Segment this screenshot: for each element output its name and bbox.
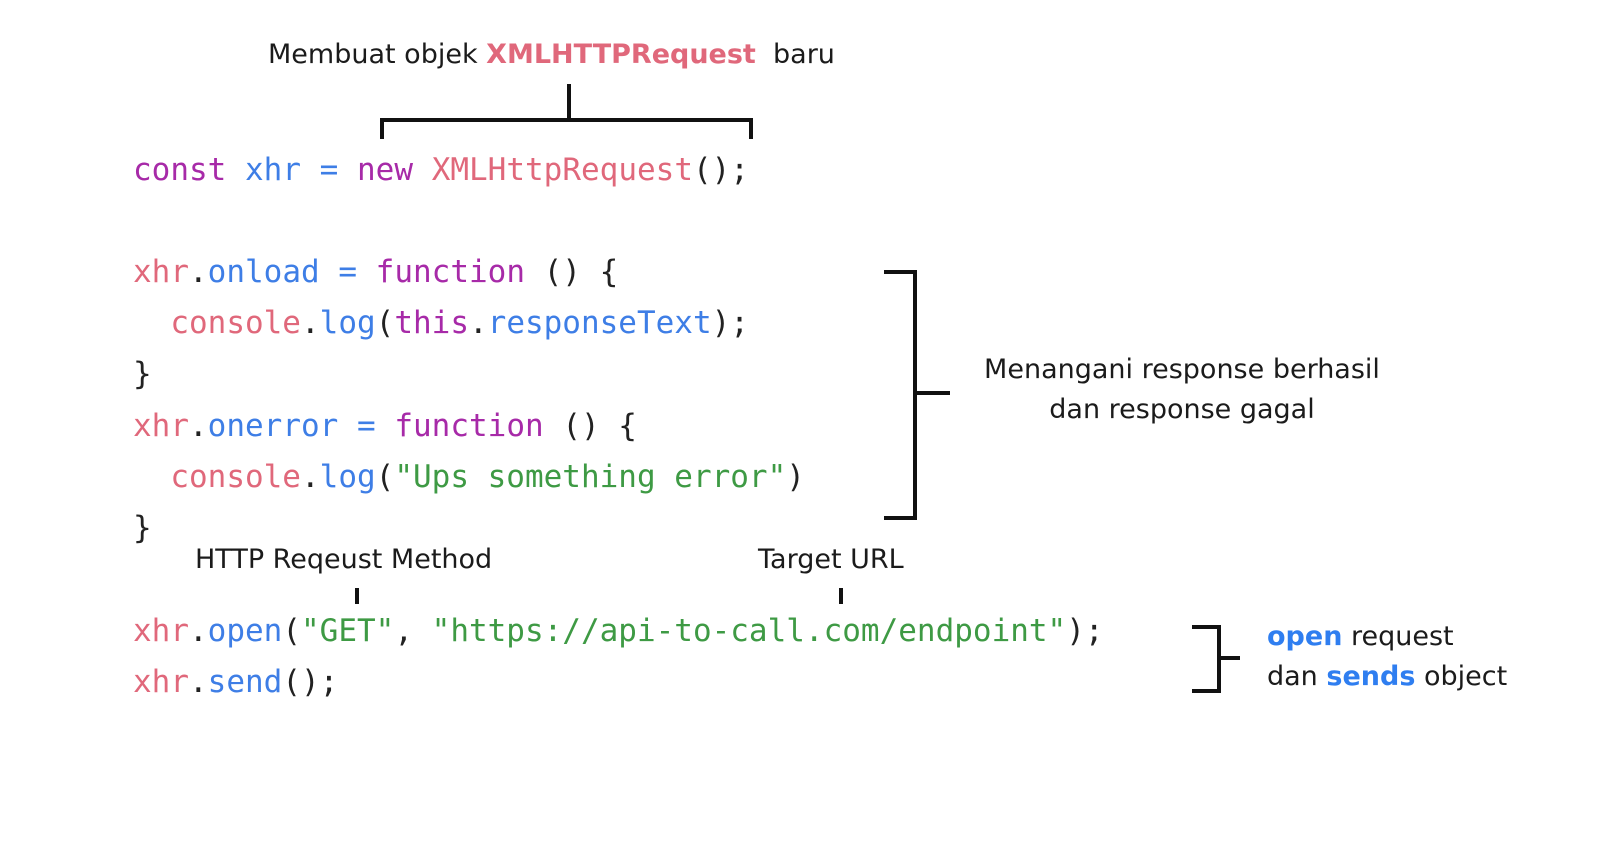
code-token: (); xyxy=(692,152,749,188)
open-send-highlight-sends: sends xyxy=(1326,661,1416,692)
code-token: ( xyxy=(375,305,395,341)
code-token: this xyxy=(394,305,469,341)
code-token: log xyxy=(319,459,376,495)
code-token: const xyxy=(133,152,227,188)
code-line-4: } xyxy=(133,354,152,394)
code-token: "Ups something error" xyxy=(394,459,787,495)
code-token: . xyxy=(300,305,320,341)
code-token: . xyxy=(189,254,208,290)
code-token: responseText xyxy=(487,305,712,341)
code-line-8: xhr.open("GET", "https://api-to-call.com… xyxy=(133,611,1104,651)
code-line-7: } xyxy=(133,508,152,548)
code-token: = xyxy=(357,408,376,444)
handlers-annotation: Menangani response berhasil dan response … xyxy=(970,350,1394,430)
code-token: XMLHttpRequest xyxy=(431,152,693,188)
http-method-label: HTTP Reqeust Method xyxy=(195,544,493,575)
open-send-annotation-line-1: open request xyxy=(1267,617,1507,657)
code-token: send xyxy=(207,664,283,700)
code-token: xhr xyxy=(133,664,189,700)
code-line-5: xhr.onerror = function () { xyxy=(133,406,637,446)
code-token: ( xyxy=(282,613,301,649)
new-object-annotation-highlight: XMLHTTPRequest xyxy=(486,39,756,70)
open-send-bracket xyxy=(1192,625,1240,693)
code-token: () { xyxy=(543,408,637,444)
handlers-annotation-line-2: dan response gagal xyxy=(1049,394,1315,425)
handlers-annotation-line-1: Menangani response berhasil xyxy=(984,354,1380,385)
code-token: "https://api-to-call.com/endpoint" xyxy=(431,613,1067,649)
code-token: onerror xyxy=(207,408,339,444)
code-token: ( xyxy=(375,459,395,495)
code-token: ); xyxy=(711,305,749,341)
code-line-2: xhr.onload = function () { xyxy=(133,252,618,292)
code-token: xhr xyxy=(133,254,189,290)
code-line-9: xhr.send(); xyxy=(133,662,338,702)
code-token: } xyxy=(133,510,152,546)
code-token: (); xyxy=(282,664,339,700)
code-line-6: console.log("Ups something error") xyxy=(133,457,805,497)
code-token: } xyxy=(133,356,152,392)
code-token: log xyxy=(319,305,376,341)
code-token: "GET" xyxy=(301,613,395,649)
code-token: . xyxy=(468,305,488,341)
code-token: () { xyxy=(524,254,619,290)
open-send-line-2-prefix: dan xyxy=(1267,661,1327,692)
code-token: . xyxy=(189,408,208,444)
code-token: ) xyxy=(786,459,805,495)
code-token: xhr xyxy=(133,613,189,649)
code-token: new xyxy=(357,152,414,188)
open-send-highlight-open: open xyxy=(1267,621,1343,652)
handlers-bracket xyxy=(884,270,950,520)
open-send-line-1-rest: request xyxy=(1342,621,1454,652)
code-token: = xyxy=(319,152,339,188)
new-object-annotation: Membuat objek XMLHTTPRequest baru xyxy=(268,35,835,75)
code-token: . xyxy=(189,613,208,649)
code-token: xhr xyxy=(245,152,301,188)
open-send-line-2-rest: object xyxy=(1415,661,1508,692)
target-url-label: Target URL xyxy=(758,544,904,575)
code-token: function xyxy=(394,408,544,444)
code-token: open xyxy=(207,613,283,649)
code-token: onload xyxy=(207,254,320,290)
code-token: console xyxy=(170,305,301,341)
code-token: . xyxy=(189,664,208,700)
new-object-annotation-suffix: baru xyxy=(755,39,835,70)
code-token: console xyxy=(170,459,301,495)
code-token: . xyxy=(300,459,320,495)
code-token: , xyxy=(394,613,432,649)
new-object-bracket xyxy=(380,84,753,139)
code-token: function xyxy=(375,254,525,290)
code-token: = xyxy=(338,254,357,290)
code-line-1: const xhr = new XMLHttpRequest(); xyxy=(133,150,749,190)
new-object-annotation-prefix: Membuat objek xyxy=(268,39,487,70)
code-token: ); xyxy=(1066,613,1104,649)
code-token: xhr xyxy=(133,408,189,444)
code-line-3: console.log(this.responseText); xyxy=(133,303,749,343)
open-send-annotation-line-2: dan sends object xyxy=(1267,657,1507,697)
